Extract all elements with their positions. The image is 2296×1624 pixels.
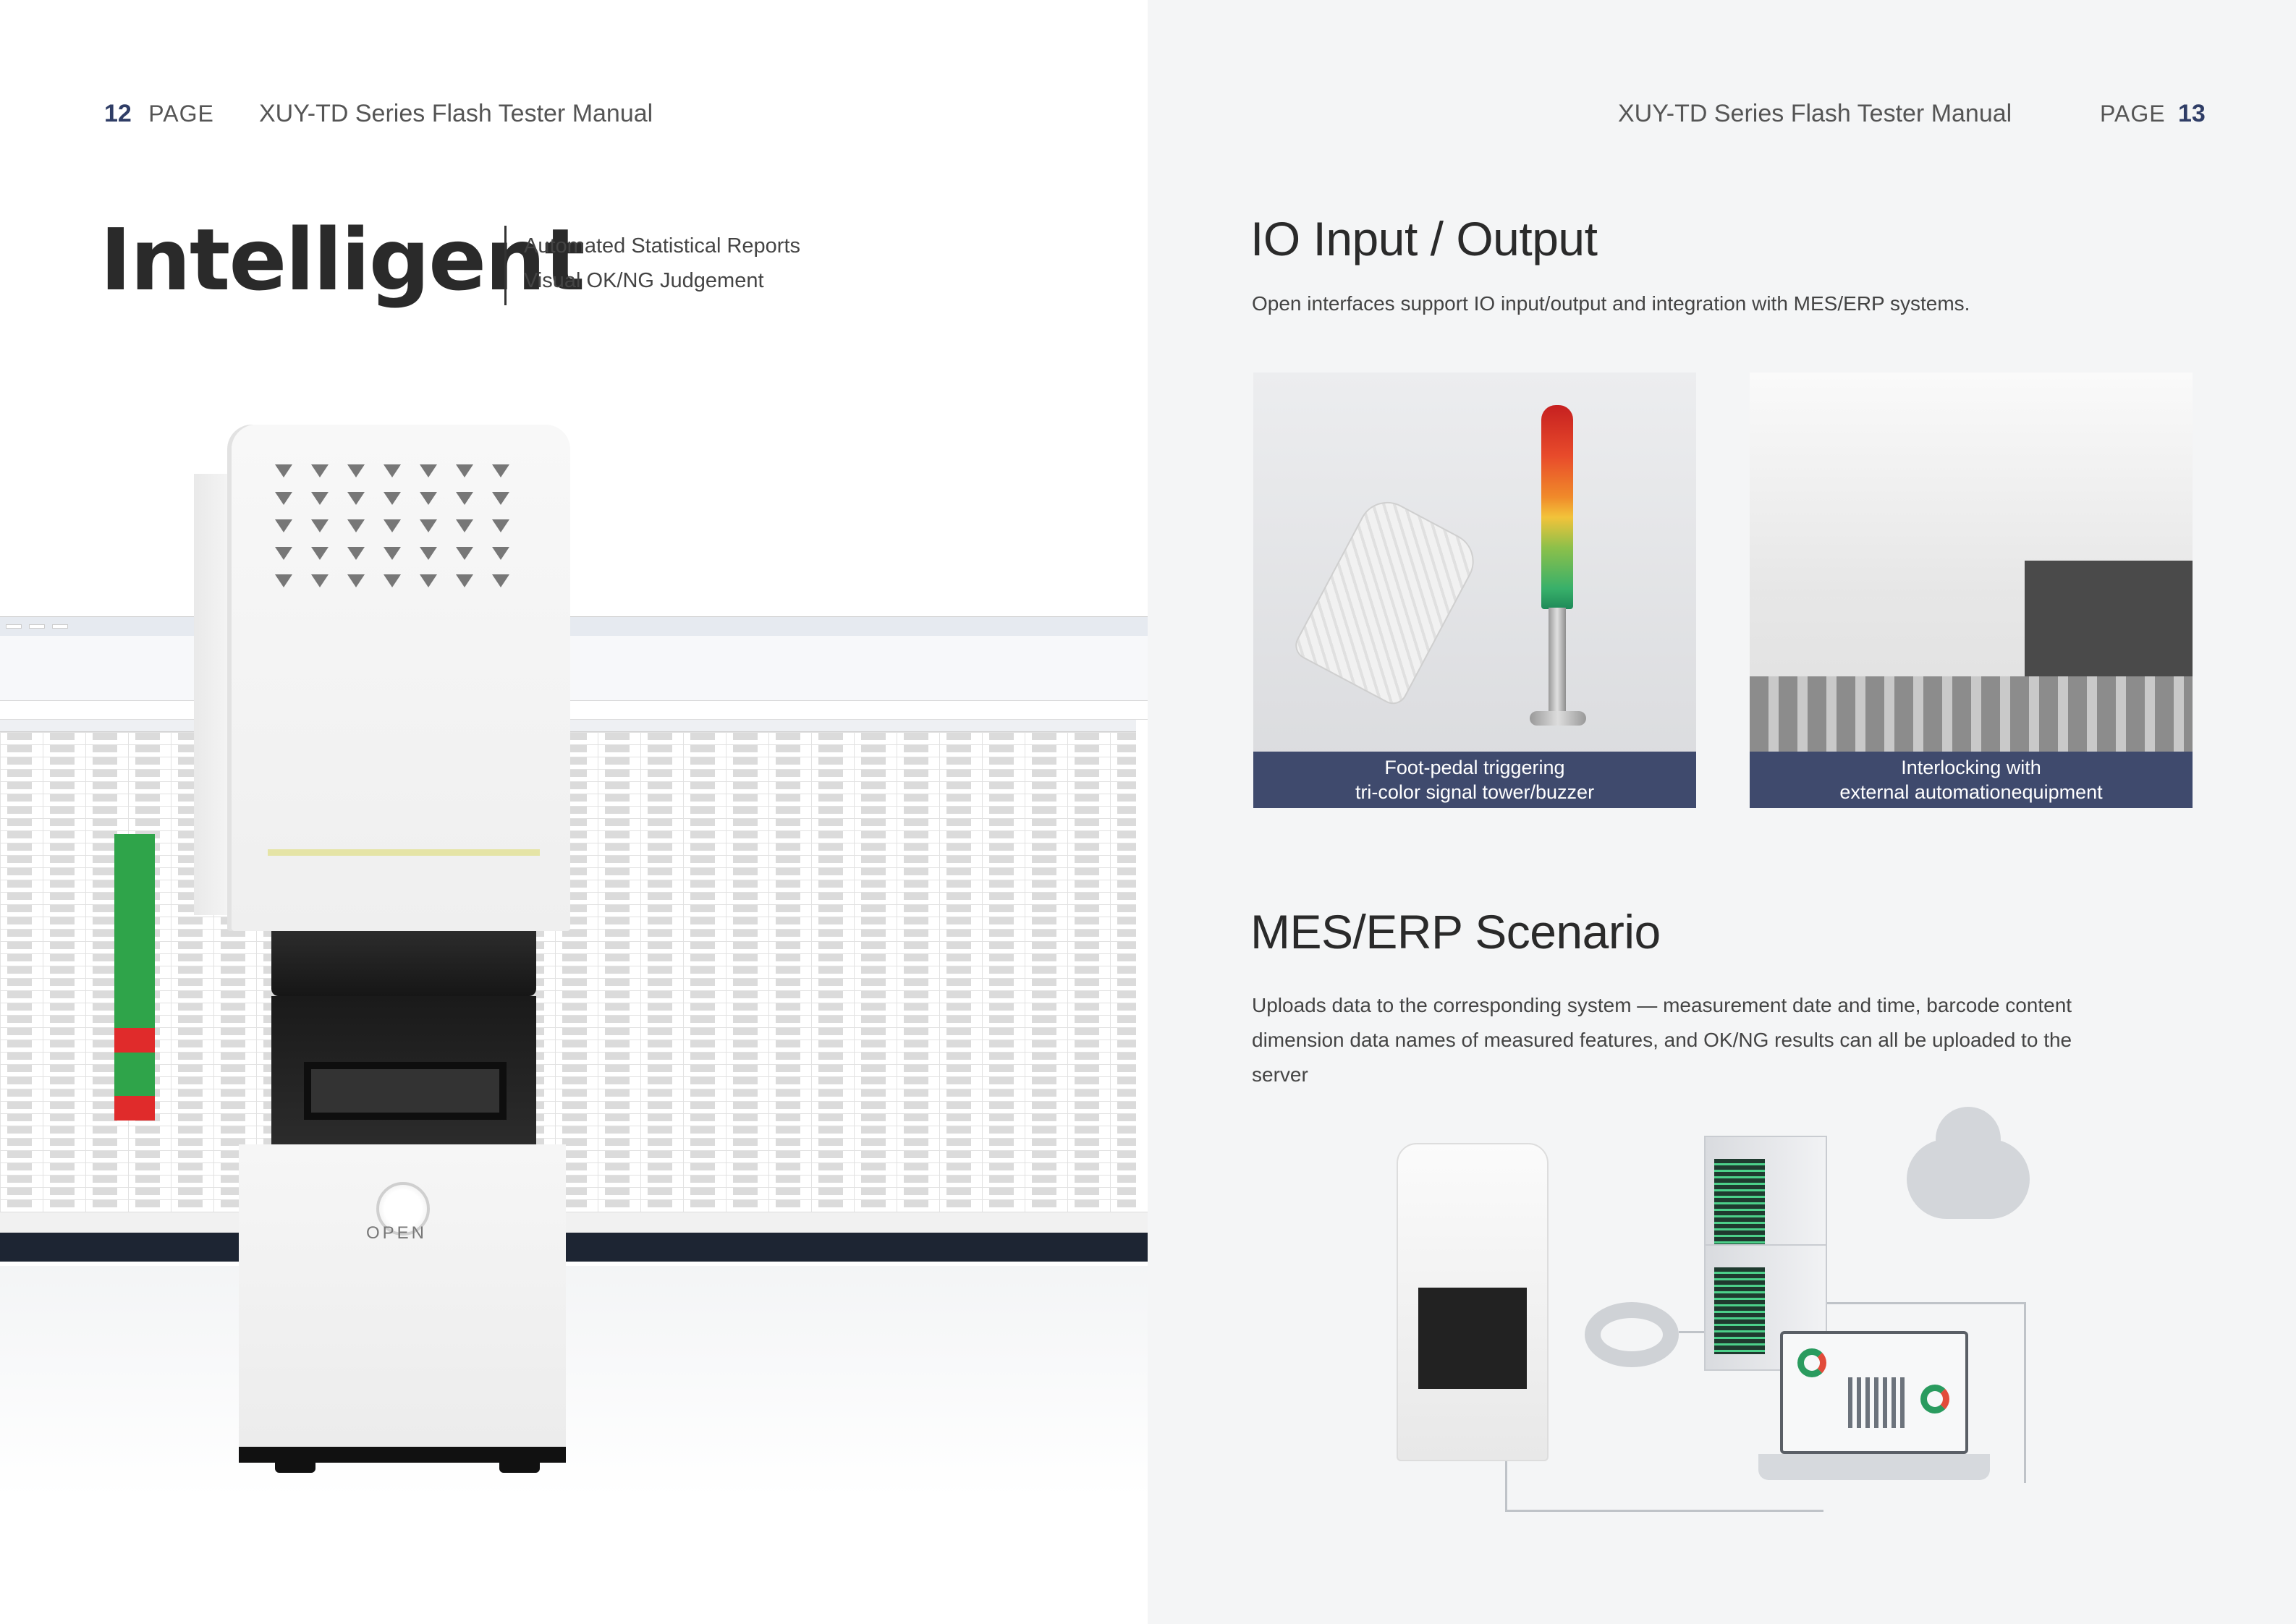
mes-text-line: server — [1252, 1063, 1308, 1086]
mes-erp-heading: MES/ERP Scenario — [1250, 905, 1661, 958]
tester-device-bay — [1418, 1288, 1527, 1389]
subheading-reports: Automated Statistical Reports — [524, 234, 801, 258]
spreadsheet-status-bar — [0, 1212, 1148, 1233]
photo1-caption: Foot-pedal triggering tri-color signal t… — [1253, 752, 1696, 808]
spreadsheet-tab-strip — [0, 617, 1148, 636]
right-page-number: 13 — [2178, 100, 2206, 127]
photo1-caption-line2: tri-color signal tower/buzzer — [1355, 781, 1595, 803]
photo2-caption-line2: external automationequipment — [1839, 781, 2103, 803]
laptop-base — [1758, 1454, 1990, 1480]
photo1-caption-line1: Foot-pedal triggering — [1384, 757, 1565, 778]
device-foot-plate — [239, 1447, 566, 1463]
gear-icon — [1585, 1302, 1679, 1367]
server-icon — [1704, 1136, 1827, 1262]
spreadsheet-ribbon — [0, 636, 1148, 701]
photo2-caption-line1: Interlocking with — [1901, 757, 2041, 778]
spreadsheet-screenshot — [0, 616, 1148, 1266]
foot-pedal-icon — [1290, 491, 1484, 710]
cloud-icon — [1907, 1107, 2030, 1219]
mes-erp-description: Uploads data to the corresponding system… — [1252, 988, 2178, 1092]
device-vent-pattern — [275, 464, 528, 609]
mes-text-line: Uploads data to the corresponding system… — [1252, 994, 2072, 1016]
connection-line — [1505, 1454, 1823, 1512]
intelligent-heading: Intelligent — [100, 210, 585, 310]
device-lens-housing — [271, 931, 536, 996]
automation-machine — [1750, 373, 2193, 597]
left-page: 12 PAGE XUY-TD Series Flash Tester Manua… — [0, 100, 1148, 1497]
ng-result-cell — [114, 1096, 155, 1121]
signal-tower-icon — [1541, 405, 1573, 609]
interlocking-equipment-photo: Interlocking with external automationequ… — [1750, 373, 2193, 808]
signal-tower-pole — [1549, 608, 1566, 716]
device-light-strip — [268, 849, 540, 856]
device-side-panel — [194, 474, 234, 915]
connection-line — [1809, 1302, 2026, 1483]
photo2-caption: Interlocking with external automationequ… — [1750, 752, 2193, 808]
subheading-judgement: Visual OK/NG Judgement — [524, 269, 764, 292]
io-heading: IO Input / Output — [1250, 212, 1598, 265]
windows-taskbar — [0, 1233, 1148, 1262]
right-page-label: PAGE — [2100, 101, 2166, 127]
device-glass-stage — [304, 1062, 507, 1120]
foot-pedal-signal-tower-photo: Foot-pedal triggering tri-color signal t… — [1253, 373, 1696, 808]
mes-text-line: dimension data names of measured feature… — [1252, 1029, 2072, 1051]
title-divider — [504, 226, 507, 305]
signal-tower-base — [1530, 711, 1586, 726]
floor-reflection — [0, 1266, 1148, 1497]
device-foot — [275, 1461, 315, 1473]
bar-chart-icon — [1848, 1377, 1906, 1428]
spreadsheet-tab — [6, 624, 22, 629]
io-description: Open interfaces support IO input/output … — [1252, 292, 1970, 315]
donut-chart-icon — [1797, 1348, 1826, 1377]
open-button-label: OPEN — [366, 1223, 428, 1243]
right-manual-title: XUY-TD Series Flash Tester Manual — [1618, 100, 2012, 127]
mes-erp-illustration — [1375, 1107, 2062, 1541]
formula-bar — [0, 701, 1148, 720]
spreadsheet-tab — [29, 624, 45, 629]
ng-result-cell — [114, 1028, 155, 1053]
device-head — [232, 425, 570, 931]
conveyor-rail — [1750, 676, 2193, 756]
laptop-dashboard-icon — [1780, 1331, 1968, 1454]
device-foot — [499, 1461, 540, 1473]
left-page-label: PAGE — [148, 101, 214, 127]
open-button-icon — [376, 1182, 430, 1236]
donut-chart-icon — [1920, 1385, 1949, 1413]
right-page-header: PAGE 13 — [2100, 100, 2206, 128]
spreadsheet-tab — [52, 624, 68, 629]
left-page-header: 12 PAGE — [104, 100, 214, 128]
machine-fixture — [2025, 561, 2193, 676]
left-manual-title: XUY-TD Series Flash Tester Manual — [259, 100, 653, 127]
ok-result-column — [114, 834, 155, 1113]
left-page-number: 12 — [104, 100, 132, 127]
